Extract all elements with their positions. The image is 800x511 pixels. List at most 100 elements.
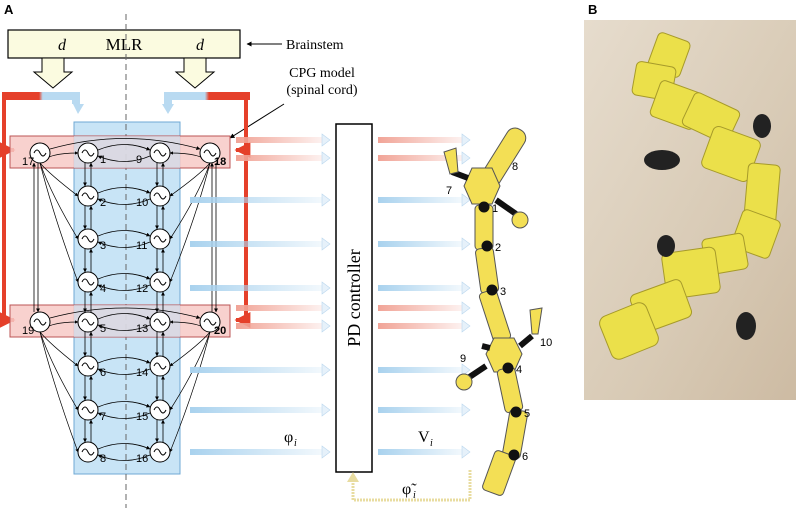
- robot-joint-4: [502, 362, 514, 374]
- oscillator-body-1: 1: [77, 142, 106, 166]
- oscillator-body-16: 16: [136, 441, 171, 465]
- cpg-output-arrow-5: [190, 403, 331, 417]
- robot-joint-3: [486, 284, 498, 296]
- robot-limb-label-7: 7: [446, 185, 452, 197]
- oscillator-limb-19: 19: [22, 311, 51, 337]
- cpg-pointer: [229, 103, 285, 139]
- drive-right-label: d: [196, 37, 205, 54]
- oscillator-body-8: 8: [77, 441, 106, 465]
- limb-output-arrow-3: [236, 301, 331, 315]
- cpg-output-arrow-4: [190, 363, 331, 377]
- limb-pd-arrow-2: [378, 151, 471, 165]
- oscillator-body-16-label: 16: [136, 453, 148, 465]
- oscillator-body-2-label: 2: [100, 197, 106, 209]
- oscillator-body-13-label: 13: [136, 323, 148, 335]
- oscillator-body-14-label: 14: [136, 367, 148, 379]
- limb-output-arrow-2: [236, 151, 331, 165]
- oscillator-limb-20: 20: [199, 311, 226, 337]
- panel-a-label: A: [4, 2, 14, 17]
- oscillator-body-3: 3: [77, 228, 106, 252]
- phi-tilde-subscript: i: [413, 490, 416, 501]
- cpg-label-line1: CPG model: [289, 66, 355, 81]
- oscillator-limb-19-label: 19: [22, 325, 34, 337]
- drive-left-label: d: [58, 37, 67, 54]
- limb-pd-arrow-4: [378, 319, 471, 333]
- robot-joint-1: [478, 201, 490, 213]
- robot-joint-label-4: 4: [516, 364, 522, 376]
- robot-joint-label-1: 1: [492, 203, 498, 215]
- phi-label: φ: [284, 429, 293, 446]
- oscillator-body-12: 12: [136, 271, 171, 295]
- pd-output-arrow-6: [378, 445, 471, 459]
- pd-controller-box: [335, 123, 373, 473]
- robot-joint-label-2: 2: [495, 242, 501, 254]
- robot-limb-label-9: 9: [460, 353, 466, 365]
- oscillator-body-7: 7: [77, 399, 106, 423]
- pd-output-arrow-4: [378, 363, 471, 377]
- oscillator-body-5-label: 5: [100, 323, 106, 335]
- oscillator-body-11: 11: [136, 228, 171, 252]
- phi-subscript: i: [294, 438, 297, 449]
- brainstem-label: Brainstem: [286, 38, 344, 53]
- oscillator-body-9: 9: [136, 142, 171, 166]
- oscillator-body-3-label: 3: [100, 240, 106, 252]
- robot-joint-2: [481, 240, 493, 252]
- v-label: V: [418, 429, 430, 446]
- oscillator-body-15: 15: [136, 399, 171, 423]
- oscillator-body-11-label: 11: [136, 240, 147, 252]
- robot-joint-label-6: 6: [522, 451, 528, 463]
- oscillator-body-4-label: 4: [100, 283, 106, 295]
- robot-joint-label-3: 3: [500, 286, 506, 298]
- oscillator-body-14: 14: [136, 355, 171, 379]
- limb-pd-arrow-3: [378, 301, 471, 315]
- pd-output-arrow-3: [378, 281, 471, 295]
- oscillator-limb-20-label: 20: [214, 325, 226, 337]
- oscillator-body-10-label: 10: [136, 197, 148, 209]
- pd-output-arrow-2: [378, 237, 471, 251]
- panel-b-label: B: [588, 2, 597, 17]
- oscillator-body-8-label: 8: [100, 453, 106, 465]
- cpg-label-line2: (spinal cord): [286, 83, 357, 98]
- output-arrows: [190, 133, 471, 459]
- oscillator-limb-18-label: 18: [214, 156, 226, 168]
- feedback-path: [351, 470, 472, 502]
- robot-joint-label-5: 5: [524, 408, 530, 420]
- cpg-output-arrow-6: [190, 445, 331, 459]
- oscillator-body-7-label: 7: [100, 411, 106, 423]
- mlr-label: MLR: [106, 35, 144, 54]
- v-subscript: i: [430, 438, 433, 449]
- cpg-output-arrow-3: [190, 281, 331, 295]
- oscillator-limb-17: 17: [22, 142, 51, 168]
- oscillator-body-10: 10: [136, 185, 171, 209]
- cpg-output-arrow-2: [190, 237, 331, 251]
- limb-output-arrow-1: [236, 133, 331, 147]
- oscillator-body-13: 13: [136, 311, 171, 335]
- oscillator-body-5: 5: [77, 311, 106, 335]
- oscillator-body-6: 6: [77, 355, 106, 379]
- oscillator-body-2: 2: [77, 185, 106, 209]
- pd-output-arrow-5: [378, 403, 471, 417]
- oscillator-body-1-label: 1: [100, 154, 106, 166]
- robot-joint-5: [510, 406, 522, 418]
- oscillator-body-15-label: 15: [136, 411, 148, 423]
- oscillator-body-9-label: 9: [136, 154, 142, 166]
- pd-output-arrow-1: [378, 193, 471, 207]
- oscillator-body-4: 4: [77, 271, 106, 295]
- mlr-block: MLR d d: [7, 29, 241, 89]
- limb-pd-arrow-1: [378, 133, 471, 147]
- oscillator-body-6-label: 6: [100, 367, 106, 379]
- body-cpg-column: [73, 121, 181, 475]
- oscillator-body-12-label: 12: [136, 283, 148, 295]
- drive-arrows: [0, 92, 251, 328]
- pd-controller-label: PD controller: [344, 249, 364, 346]
- robot-joint-6: [508, 449, 520, 461]
- cpg-output-arrow-1: [190, 193, 331, 207]
- limb-output-arrow-4: [236, 319, 331, 333]
- robot-limb-label-8: 8: [512, 161, 518, 173]
- robot-photo: [584, 20, 796, 400]
- oscillator-limb-18: 18: [199, 142, 226, 168]
- oscillator-limb-17-label: 17: [22, 156, 34, 168]
